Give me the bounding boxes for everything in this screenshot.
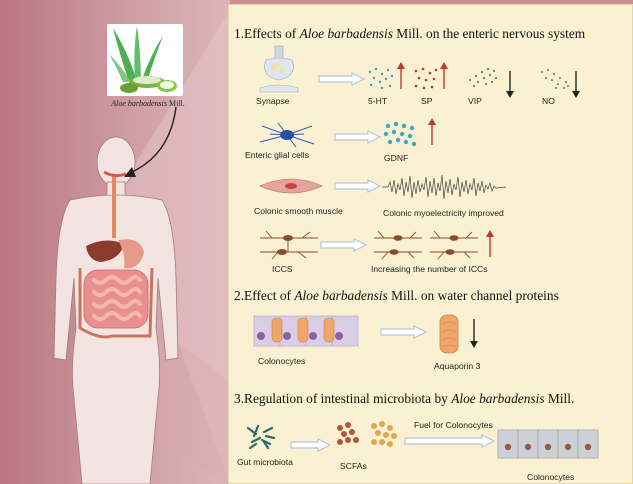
aquaporin-label: Aquaporin 3: [434, 361, 480, 371]
aloe-suffix: Mill.: [169, 99, 185, 108]
iccs-label: ICCS: [272, 264, 293, 274]
no-down-arrow-icon: [572, 70, 580, 98]
5ht-up-arrow-icon: [397, 62, 405, 90]
vip-dots-icon: [466, 66, 500, 92]
smooth-muscle-icon: [258, 176, 324, 196]
sp-dots-icon: [412, 66, 442, 92]
colonocytes-aquaporin-icon: [254, 314, 358, 348]
section2-title-italic: Aloe barbadensis: [294, 288, 387, 303]
arrow-7: [404, 434, 496, 448]
section3-title-italic: Aloe barbadensis: [451, 391, 544, 406]
synapse-icon: [254, 46, 304, 94]
colonocytes-row-icon: [498, 428, 602, 460]
gdnf-dots-icon: [382, 120, 418, 150]
no-label: NO: [542, 96, 555, 106]
icc-increase-icon: [372, 230, 482, 262]
section1-title-pre: 1.Effects of: [234, 26, 300, 41]
section3-title: 3.Regulation of intestinal microbiota by…: [234, 391, 574, 407]
arrow-2: [334, 130, 382, 144]
icc-cell-icon: [258, 230, 320, 260]
scfas-label: SCFAs: [340, 461, 367, 471]
vip-label: VIP: [468, 96, 482, 106]
section1-title: 1.Effects of Aloe barbadensis Mill. on t…: [234, 26, 585, 42]
sp-up-arrow-icon: [440, 62, 448, 90]
arrow-5: [380, 325, 428, 339]
gdnf-up-arrow-icon: [428, 118, 436, 146]
fuel-label: Fuel for Colonocytes: [414, 420, 493, 430]
sp-label: SP: [421, 96, 432, 106]
aloe-image-card: [107, 24, 183, 96]
5ht-dots-icon: [366, 66, 398, 92]
section2-title-post: Mill. on water channel proteins: [388, 288, 559, 303]
smooth-muscle-label: Colonic smooth muscle: [254, 206, 343, 216]
5ht-label: 5-HT: [368, 96, 387, 106]
aquaporin-icon: [438, 314, 460, 354]
section1-title-italic: Aloe barbadensis: [300, 26, 393, 41]
section1-title-post: Mill. on the enteric nervous system: [393, 26, 585, 41]
colonocytes-label-1: Colonocytes: [258, 356, 305, 366]
arrow-3: [334, 179, 382, 193]
ingestion-arrow-icon: [110, 105, 180, 185]
aloe-caption: Aloe barbadensis Mill.: [88, 99, 208, 108]
aloe-name: Aloe barbadensis: [111, 99, 167, 108]
aquaporin-down-arrow-icon: [470, 318, 478, 348]
vip-down-arrow-icon: [506, 70, 514, 98]
aloe-plant-icon: [107, 24, 183, 96]
myoelectric-wave-icon: [382, 172, 506, 202]
icc-increase-label: Increasing the number of ICCs: [371, 264, 488, 274]
section3-title-post: Mill.: [545, 391, 575, 406]
gut-microbiota-label: Gut microbiota: [237, 457, 293, 467]
section3-title-pre: 3.Regulation of intestinal microbiota by: [234, 391, 451, 406]
scfas-icon: [334, 420, 400, 452]
arrow-4: [320, 238, 368, 252]
section2-title-pre: 2.Effect of: [234, 288, 294, 303]
glial-cell-icon: [258, 122, 316, 148]
synapse-label: Synapse: [256, 96, 289, 106]
myoelectricity-label: Colonic myoelectricity improved: [383, 208, 504, 218]
colonocytes-label-2: Colonocytes: [527, 472, 574, 482]
gdnf-label: GDNF: [384, 153, 408, 163]
no-dots-icon: [538, 66, 572, 92]
icc-up-arrow-icon: [486, 230, 494, 258]
section2-title: 2.Effect of Aloe barbadensis Mill. on wa…: [234, 288, 559, 304]
arrow-1: [318, 72, 366, 86]
arrow-6: [290, 438, 332, 452]
glial-label: Enteric glial cells: [245, 150, 309, 160]
gut-microbiota-icon: [244, 422, 278, 452]
